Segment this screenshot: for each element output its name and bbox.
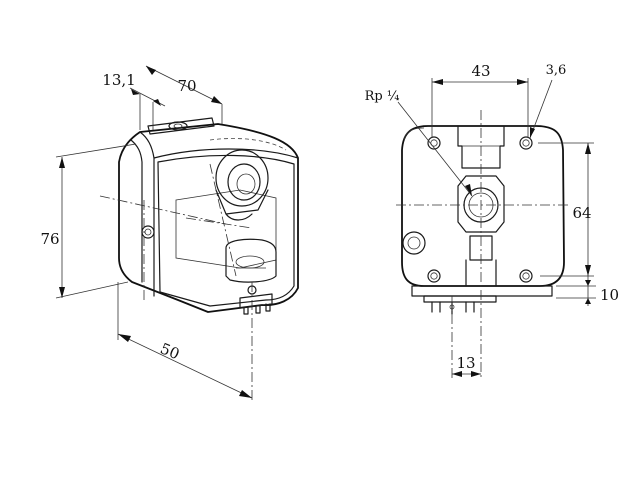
side-screw-front: [402, 231, 426, 255]
dim-terminal-width-label: 13: [456, 354, 475, 372]
front-terminals: [431, 301, 475, 315]
mounting-holes: [427, 136, 533, 283]
isometric-view: [99, 117, 299, 400]
base-plate: [411, 285, 553, 297]
dim-height-label: 76: [40, 230, 59, 248]
switch-block: [225, 238, 277, 283]
side-screw: [141, 225, 155, 239]
right-dimensions: 43 3,6 Rp ¼ 64 10 13: [365, 62, 619, 377]
front-cover: [157, 154, 295, 307]
dim-base-height-label: 10: [600, 286, 619, 304]
front-view: [396, 110, 568, 380]
dim-hole-spacing-x-label: 43: [471, 62, 490, 80]
dim-width-label: 70: [177, 77, 196, 95]
upper-boss: [215, 149, 269, 207]
dim-depth-label: 50: [158, 339, 182, 363]
top-fitting: [147, 117, 215, 135]
dim-offset-label: 13,1: [102, 71, 135, 89]
front-housing: [401, 125, 565, 287]
thread-label: Rp ¼: [365, 89, 400, 104]
left-dimensions: 76 70 13,1 50: [40, 65, 253, 399]
terminals: [239, 285, 273, 315]
dim-hole-spacing-y-label: 64: [572, 204, 591, 222]
dim-hole-diameter-label: 3,6: [546, 63, 567, 78]
